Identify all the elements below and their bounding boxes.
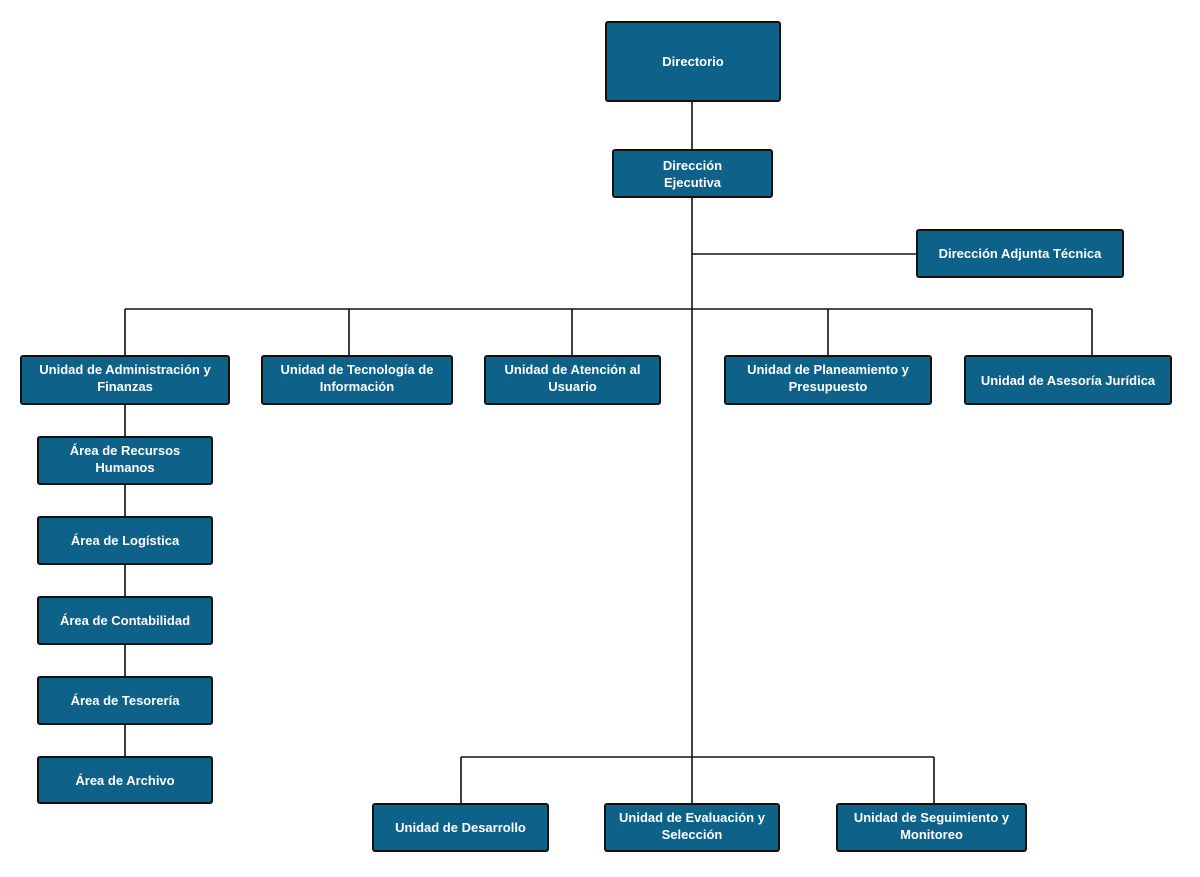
node-unidad-tecnologia-informacion: Unidad de Tecnología de Información [261, 355, 453, 405]
node-label: Unidad de Tecnología de Información [280, 362, 434, 394]
node-label: Área de Tesorería [70, 693, 180, 708]
node-label: Directorio [662, 54, 724, 69]
node-label: Unidad de Desarrollo [395, 820, 526, 835]
node-unidad-seguimiento-monitoreo: Unidad de Seguimiento y Monitoreo [836, 803, 1027, 852]
node-label: Unidad de Seguimiento y Monitoreo [853, 810, 1010, 842]
node-unidad-evaluacion-seleccion: Unidad de Evaluación y Selección [604, 803, 780, 852]
node-label: Área de Logística [70, 533, 180, 548]
node-unidad-administracion-finanzas: Unidad de Administración y Finanzas [20, 355, 230, 405]
node-label: Dirección Ejecutiva [662, 157, 723, 190]
node-label: Unidad de Asesoría Jurídica [980, 372, 1156, 388]
node-direccion-adjunta-tecnica: Dirección Adjunta Técnica [916, 229, 1124, 278]
node-label: Área de Archivo [75, 772, 175, 788]
node-label: Unidad de Evaluación y Selección [619, 810, 765, 842]
node-label: Dirección Adjunta Técnica [938, 246, 1102, 261]
node-area-logistica: Área de Logística [37, 516, 213, 565]
node-area-contabilidad: Área de Contabilidad [37, 596, 213, 645]
node-unidad-planeamiento-presupuesto: Unidad de Planeamiento y Presupuesto [724, 355, 932, 405]
node-area-archivo: Área de Archivo [37, 756, 213, 804]
node-label: Unidad de Administración y Finanzas [39, 362, 211, 394]
node-unidad-asesoria-juridica: Unidad de Asesoría Jurídica [964, 355, 1172, 405]
node-area-recursos-humanos: Área de Recursos Humanos [37, 436, 213, 485]
node-area-tesoreria: Área de Tesorería [37, 676, 213, 725]
node-unidad-desarrollo: Unidad de Desarrollo [372, 803, 549, 852]
node-directorio: Directorio [605, 21, 781, 102]
node-label: Área de Recursos Humanos [69, 443, 181, 475]
node-label: Área de Contabilidad [59, 613, 191, 628]
node-direccion-ejecutiva: Dirección Ejecutiva [612, 149, 773, 198]
node-label: Unidad de Atención al Usuario [504, 362, 641, 394]
node-unidad-atencion-usuario: Unidad de Atención al Usuario [484, 355, 661, 405]
node-label: Unidad de Planeamiento y Presupuesto [747, 362, 909, 394]
